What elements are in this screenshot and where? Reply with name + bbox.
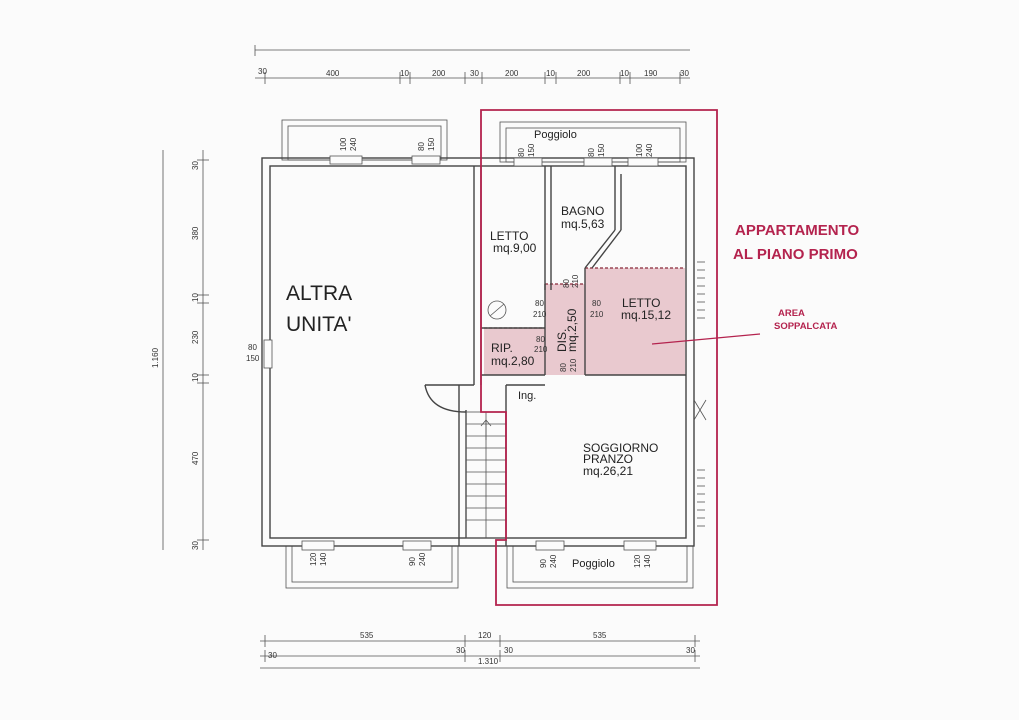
dim-top-7: 10 [546,69,555,78]
dim-top-10: 190 [644,69,658,78]
opening-labels: 100 240 80 150 80 150 80 150 100 240 80 … [246,137,659,568]
poggiolo-top-label: Poggiolo [534,129,577,141]
dim-left-7: 30 [191,541,200,550]
balcony-door-1-height: 140 [319,552,328,566]
dim-top-1: 30 [258,67,267,76]
pranzo-name: PRANZO [583,452,633,466]
dim-bottom-2: 120 [478,631,492,640]
dim-left-total: 1.160 [151,347,160,368]
window-2-width: 80 [417,142,426,151]
letto1-name: LETTO [490,229,528,243]
letto2-name: LETTO [622,296,660,310]
window-3-width: 80 [517,148,526,157]
door-1-height: 210 [571,274,580,288]
window-2-height: 150 [427,137,436,151]
dim-top-3: 10 [400,69,409,78]
window-left-height: 150 [246,354,260,363]
ingresso-label: Ing. [518,390,536,402]
loft-rip [484,328,545,375]
dim-left-2: 380 [191,226,200,240]
window-5-width: 100 [635,143,644,157]
apartment-outline [480,109,718,606]
apartment-title-2: AL PIANO PRIMO [733,246,858,263]
loft-leader-line [651,333,761,345]
balcony-door-2-width: 90 [408,557,417,566]
door-5-height: 210 [569,358,578,372]
left-dimensions: 30 380 10 230 10 470 30 1.160 [151,150,209,550]
door-2-width: 80 [535,299,544,308]
balcony-door-4-width: 120 [633,554,642,568]
letto1-area: mq.9,00 [493,241,537,255]
altra-unita-label-2: UNITA' [286,313,351,336]
door-3-height: 210 [590,310,604,319]
dim-left-6: 470 [191,451,200,465]
apartment-title-1: APPARTAMENTO [735,222,860,239]
door-1-width: 80 [562,279,571,288]
door-4-height: 210 [534,345,548,354]
dim-bottom-4: 30 [268,651,277,660]
balcony-door-1-width: 120 [309,552,318,566]
bagno-area: mq.5,63 [561,217,605,231]
balcony-door-3-height: 240 [549,554,558,568]
balcony-door-3-width: 90 [539,559,548,568]
window-left-width: 80 [248,343,257,352]
dim-top-9: 10 [620,69,629,78]
dim-top-8: 200 [577,69,591,78]
dim-left-3: 10 [191,293,200,302]
dim-left-1: 30 [191,161,200,170]
door-4-width: 80 [536,335,545,344]
balcony-door-2-height: 240 [418,552,427,566]
window-1-width: 100 [339,137,348,151]
dim-top-11: 30 [680,69,689,78]
dim-bottom-1: 535 [360,631,374,640]
window-5-height: 240 [645,143,654,157]
window-4-height: 150 [597,143,606,157]
balcony-door-4-height: 140 [643,554,652,568]
dim-left-5: 10 [191,373,200,382]
rip-area: mq.2,80 [491,354,535,368]
dis-area: mq.2,50 [565,308,579,352]
altra-unita-label-1: ALTRA [286,282,352,305]
dim-bottom-total: 1.310 [478,657,499,666]
top-dimensions: 30 400 10 200 30 200 10 200 10 190 30 [254,45,690,84]
loft-area [484,267,685,375]
loft-letto [585,268,685,375]
dim-bottom-5: 30 [456,646,465,655]
soggiorno-name: SOGGIORNO [583,441,658,455]
dim-bottom-7: 30 [686,646,695,655]
dim-bottom-6: 30 [504,646,513,655]
loft-annotation-2: SOPPALCATA [774,321,837,332]
rip-name: RIP. [491,341,513,355]
room-labels: ALTRA UNITA' LETTO mq.9,00 BAGNO mq.5,63… [286,129,671,570]
door-5-width: 80 [559,363,568,372]
poggiolo-bottom-label: Poggiolo [572,558,615,570]
dim-top-4: 200 [432,69,446,78]
door-2-height: 210 [533,310,547,319]
door-3-width: 80 [592,299,601,308]
window-4-width: 80 [587,148,596,157]
bottom-dimensions: 535 120 535 30 30 30 30 1.310 [260,631,700,669]
dim-top-6: 200 [505,69,519,78]
dim-left-4: 230 [191,330,200,344]
dis-name: DIS. [555,329,569,352]
window-3-height: 150 [527,143,536,157]
soggiorno-area: mq.26,21 [583,464,633,478]
dim-bottom-3: 535 [593,631,607,640]
right-windows [693,261,707,527]
window-1-height: 240 [349,137,358,151]
dim-top-5: 30 [470,69,479,78]
loft-dis [545,284,585,375]
letto2-area: mq.15,12 [621,308,671,322]
bagno-name: BAGNO [561,204,604,218]
dim-top-2: 400 [326,69,340,78]
loft-annotation-1: AREA [778,308,805,319]
